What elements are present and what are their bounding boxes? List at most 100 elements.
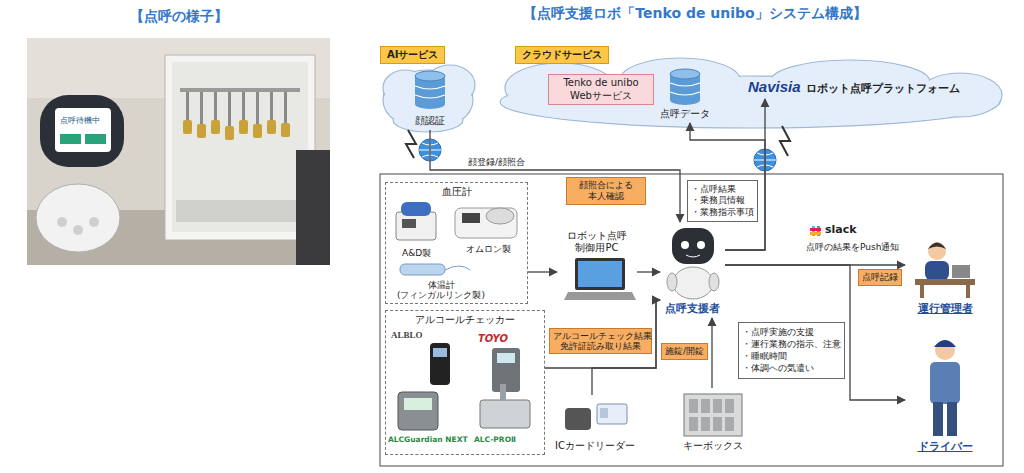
connector (545, 300, 660, 368)
laptop-icon (564, 292, 636, 300)
info-tag: 施錠/開錠 (661, 343, 708, 360)
alcohol-checker (500, 384, 506, 400)
node-text: ・乗務員情報 (691, 195, 754, 206)
enclosure (380, 174, 1003, 466)
brand-logo: TOYO (478, 333, 508, 345)
thermometer (445, 266, 470, 270)
key-box-icon (725, 417, 734, 431)
node-text: ロボット点呼プラットフォーム (806, 81, 960, 96)
device-caption: オムロン製 (466, 244, 511, 254)
device-caption: A&D製 (402, 248, 431, 258)
key-box-icon (684, 394, 742, 436)
photo (180, 88, 300, 92)
node-text: 血圧計 (386, 185, 527, 199)
cloud (394, 109, 462, 131)
database-icon (415, 86, 445, 98)
database-icon (415, 71, 445, 81)
service-tag: AIサービス (380, 46, 445, 64)
node-text: ロボット点呼 制御用PC (557, 230, 637, 254)
thermometer (400, 264, 470, 275)
node-text: ・体調への気遣い (742, 362, 841, 374)
photo (214, 92, 217, 122)
cloud (383, 58, 1002, 132)
blood-pressure-monitor (396, 212, 436, 240)
manager-icon (928, 242, 946, 260)
brand-logo: ALBLO (391, 330, 423, 340)
laptop-icon (578, 261, 622, 287)
database-node: 点呼データ (655, 68, 715, 123)
node-text: AIサービス (387, 48, 438, 62)
photo (284, 92, 287, 125)
manager-icon (928, 243, 946, 250)
photo (27, 38, 330, 265)
robot-icon (673, 267, 713, 299)
connector (528, 271, 557, 272)
photo (296, 150, 330, 265)
driver-icon (935, 340, 955, 360)
cloud (383, 58, 1002, 132)
connector (430, 130, 680, 222)
photo (200, 92, 203, 126)
photo (239, 120, 248, 134)
key-box-icon (725, 399, 734, 413)
photo (253, 124, 262, 138)
slack-logo (810, 228, 821, 231)
blood-pressure-monitor (455, 208, 517, 238)
photo (186, 92, 189, 122)
lightning-symbol (406, 130, 416, 158)
node-text: 運行管理者 (918, 302, 973, 315)
photo (57, 217, 67, 227)
blood-pressure-monitor (401, 202, 431, 216)
key-box-icon (689, 399, 698, 413)
globe-icon (419, 139, 776, 171)
robot-icon (709, 273, 719, 291)
info-list: ・点呼実施の支援・運行業務の指示、注意・睡眠時間・体調への気遣い (738, 322, 845, 379)
photo (270, 92, 273, 122)
thermometer (400, 264, 445, 275)
driver-icon (933, 402, 943, 436)
blood-pressure-monitor (486, 208, 514, 224)
node-text: ・点呼実施の支援 (742, 326, 841, 338)
laptop-icon (575, 258, 625, 290)
driver-icon (930, 340, 960, 436)
node-text: アルコールチェッカー (386, 313, 544, 327)
photo (40, 95, 124, 167)
key-box-icon (684, 394, 742, 436)
card-reader-icon (565, 408, 591, 430)
photo (183, 120, 192, 134)
lightning-symbol (406, 126, 790, 158)
database-icon (670, 69, 700, 79)
node-text: Navisia (748, 78, 801, 95)
platform-name: Navisia ロボット点呼プラットフォーム (748, 78, 960, 99)
blood-pressure-monitor (402, 219, 416, 228)
photo-heading: 【点呼の様子】 (27, 8, 330, 24)
node-text: クラウドサービス (522, 48, 602, 62)
key-box-icon (701, 399, 710, 413)
person-node: 運行管理者 (905, 232, 985, 318)
brand-logo: slack (825, 224, 857, 237)
photo (211, 120, 220, 134)
robot-icon (686, 255, 700, 257)
node-text: 点呼データ (660, 108, 710, 120)
photo (172, 62, 308, 232)
database-icon (670, 83, 700, 95)
node-text: 施錠/開錠 (665, 346, 704, 357)
info-tag: 点呼記録 (858, 269, 902, 286)
node-text: 顔照合による 本人確認 (570, 180, 642, 202)
photo (228, 92, 231, 128)
node-text: 点呼支援者 (665, 302, 720, 315)
slack-logo (810, 226, 821, 236)
blood-pressure-monitor (462, 213, 480, 223)
manager-icon (915, 242, 975, 298)
photo (73, 225, 83, 235)
photo (176, 200, 304, 222)
node-text: アルコールチェック結果 免許証読み取り結果 (553, 331, 648, 351)
key-box-icon (701, 417, 710, 431)
robot-icon (697, 241, 705, 249)
node-text: 点呼記録 (862, 272, 898, 283)
brand-logo: ALCGuardian NEXT (388, 436, 468, 445)
slack-logo (810, 232, 821, 235)
edge-label: 顔登録/顔照合 (466, 156, 527, 169)
